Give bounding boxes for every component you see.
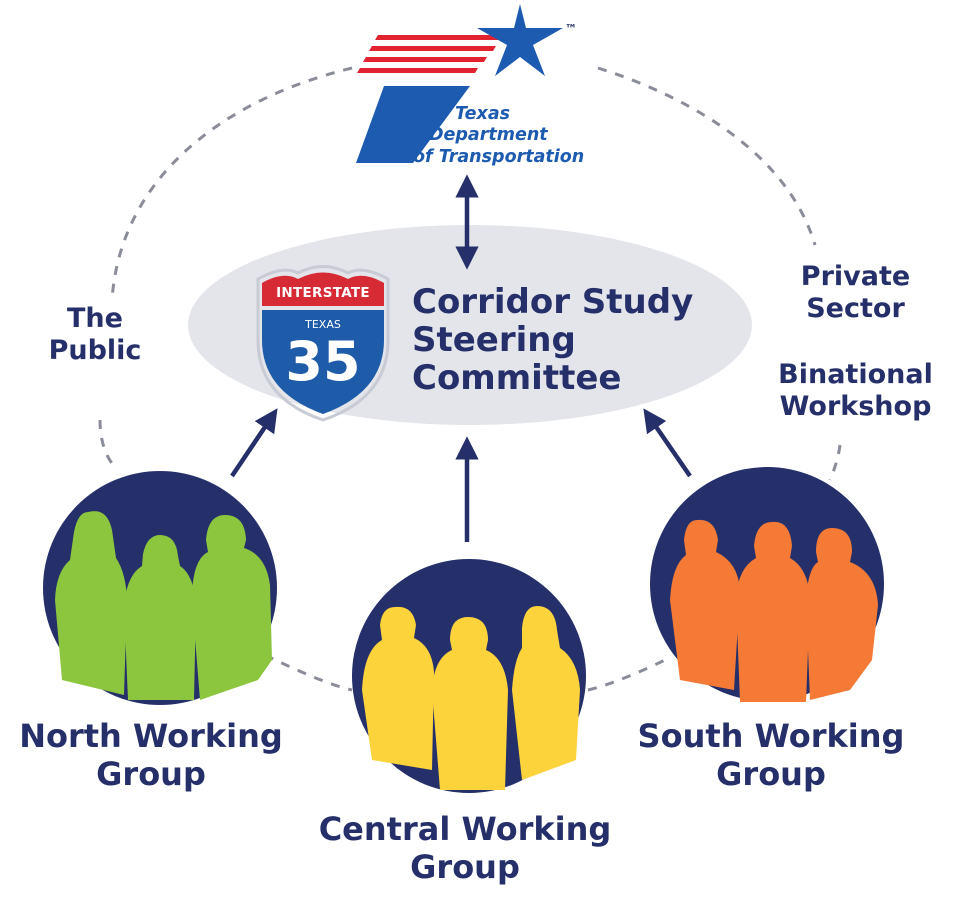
north-to-committee-arrow [230, 408, 278, 478]
txdot-wordmark: Texas Department of Transportation [413, 104, 584, 168]
north-working-group-icon [43, 471, 277, 705]
committee-title-line-2: Steering [412, 320, 576, 361]
txdot-seven-stroke [356, 86, 470, 163]
south-people-silhouettes [670, 519, 878, 702]
connector-arrows [230, 174, 692, 542]
shield-state-label: TEXAS [305, 318, 341, 331]
txdot-line-2: Department [429, 125, 548, 146]
txdot-red-stripe [375, 35, 505, 40]
txdot-star-icon [477, 4, 563, 76]
north-people-silhouettes [55, 511, 272, 700]
south-working-group-label: South Working Group [637, 717, 905, 793]
shield-route-number: 35 [285, 330, 361, 393]
dashed-ring [98, 66, 842, 692]
central-working-group-icon [352, 559, 586, 793]
the-public-label: The Public [48, 303, 142, 366]
txdot-red-stripe [357, 68, 478, 73]
south-to-committee-arrow [643, 408, 692, 478]
txdot-line-1: Texas [455, 104, 511, 124]
trademark-symbol: ™ [565, 22, 577, 36]
north-working-group-label: North Working Group [19, 717, 283, 793]
txdot-red-stripe [369, 46, 496, 51]
txdot-logo [356, 4, 563, 163]
binational-workshop-label: Binational Workshop [778, 359, 933, 422]
central-working-group-label: Central Working Group [318, 810, 612, 886]
south-working-group-icon [650, 467, 884, 702]
txdot-red-stripe [363, 57, 487, 62]
private-sector-label: Private Sector [800, 261, 911, 324]
shield-interstate-label: INTERSTATE [276, 285, 370, 301]
committee-title: Corridor Study Steering Committee [412, 283, 693, 397]
committee-title-line-1: Corridor Study [412, 282, 694, 322]
txdot-line-3: of Transportation [413, 146, 585, 167]
committee-title-line-3: Committee [412, 358, 622, 399]
central-people-silhouettes [362, 606, 580, 790]
interstate-35-shield [256, 265, 390, 422]
